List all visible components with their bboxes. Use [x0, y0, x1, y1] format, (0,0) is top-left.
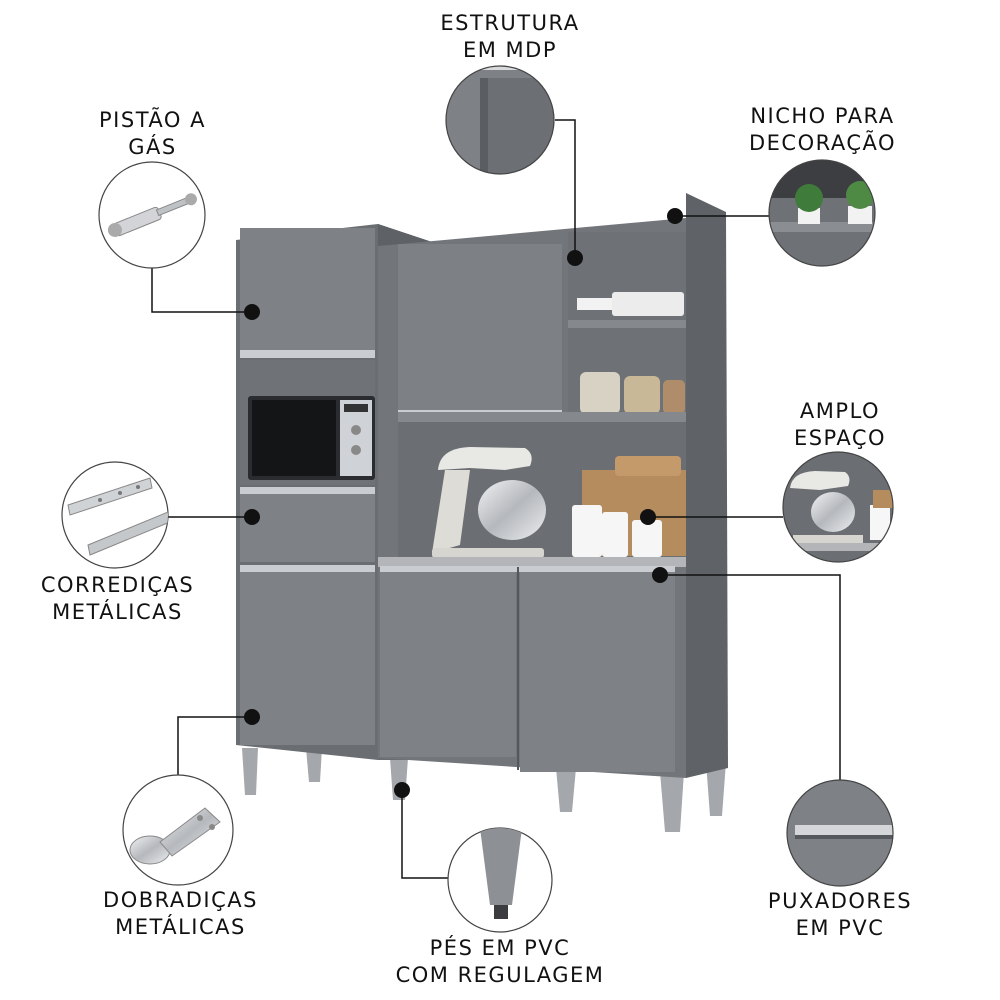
callout-lines: [151, 119, 841, 879]
feature-label-corredicas: CORREDIÇAS METÁLICAS: [40, 573, 195, 624]
callout-markers: [244, 208, 683, 798]
kitchen-cabinet: [236, 193, 728, 832]
mdp-corner-icon: [445, 65, 555, 175]
adjustable-foot-icon: [447, 827, 553, 933]
feature-label-dobradicas: DOBRADIÇAS METÁLICAS: [103, 888, 258, 939]
feature-label-pes: PÉS EM PVC COM REGULAGEM: [395, 936, 605, 987]
feature-label-pistao: PISTÃO A GÁS: [99, 108, 206, 159]
feature-label-estrutura: ESTRUTURA EM MDP: [440, 11, 580, 62]
mixer-space-icon: [782, 451, 894, 563]
canisters: [572, 505, 662, 557]
hinge-icon: [122, 774, 234, 886]
pvc-handle-icon: [786, 779, 894, 887]
plant-niche-icon: [768, 159, 876, 267]
jars: [580, 372, 685, 414]
bowls: [577, 292, 684, 316]
gas-piston-icon: [98, 161, 206, 269]
feature-label-puxadores: PUXADORES EM PVC: [767, 889, 913, 940]
feature-label-nicho: NICHO PARA DECORAÇÃO: [748, 104, 897, 155]
drawer-slide-icon: [61, 461, 169, 569]
stand-mixer: [432, 447, 546, 558]
microwave: [248, 396, 375, 480]
feature-label-amplo: AMPLO ESPAÇO: [793, 399, 887, 450]
